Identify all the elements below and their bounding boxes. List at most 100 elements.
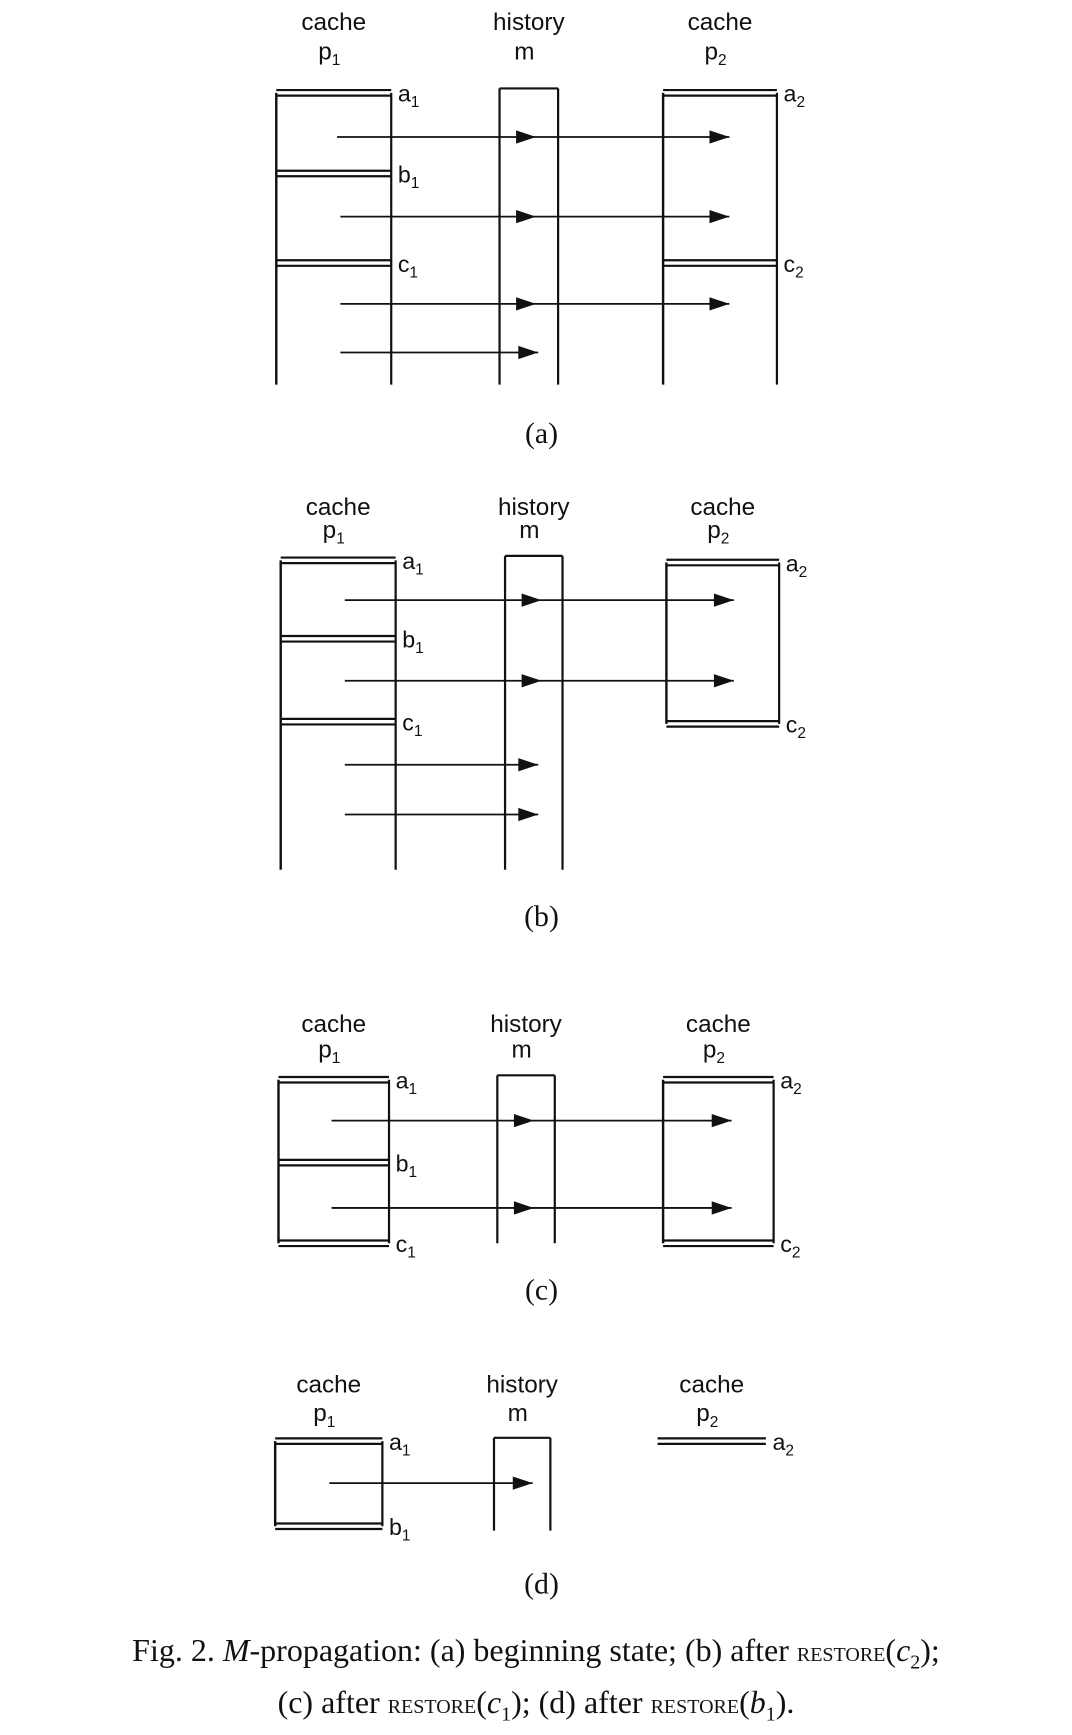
cache-p2-label-name: p2 [705,39,727,70]
arrowhead-icon [512,1476,533,1490]
mark-c2-subscript: 2 [797,725,806,742]
mark-c2: c2 [784,251,804,282]
figure-caption: Fig. 2. M-propagation: (a) beginning sta… [0,1630,1072,1735]
mark-c1-subscript: 1 [414,723,423,740]
mark-b1: b1 [396,1150,418,1181]
mark-c1: c1 [402,710,422,741]
cache-p1-label-title: cache [306,494,371,521]
history-m-label-name: m [519,517,539,544]
arrowhead-icon [713,674,734,688]
mark-c1-subscript: 1 [407,1245,416,1262]
caption-text: M [222,1632,250,1668]
mark-c2: c2 [780,1231,800,1262]
mark-a2-subscript: 2 [793,1081,802,1098]
arrowhead-icon [709,297,730,311]
arrowhead-icon [516,297,536,311]
caption-text: ). [775,1684,795,1721]
caption-line-2: (c) after restore(c1); (d) after restore… [0,1682,1072,1734]
cache-p1-label-name: p1 [323,517,345,548]
mark-a1-subscript: 1 [409,1081,418,1098]
cache-p1-label-name-subscript: 1 [327,1414,336,1431]
mark-b1-subscript: 1 [409,1164,418,1181]
history-m-label-title: history [498,494,570,521]
cache-p2-label-title: cache [688,9,753,36]
mark-a2: a2 [786,550,808,581]
caption-text: Fig. 2. [132,1632,223,1668]
mark-a2-subscript: 2 [799,564,808,581]
panel-caption-d: (d) [524,1568,559,1601]
mark-a1-subscript: 1 [415,562,424,579]
cache-p1-label-title: cache [296,1372,361,1399]
arrowhead-icon [521,674,542,688]
history-m-label-name: m [508,1400,528,1427]
mark-a2-subscript: 2 [796,94,805,111]
arrowhead-icon [709,209,730,224]
caption-text: restore [650,1689,740,1721]
panel-caption-b: (b) [524,900,559,933]
caption-text: 2 [910,1651,921,1674]
panel-caption-a: (a) [525,417,558,450]
caption-text: ( [885,1632,897,1668]
cache-p1-label-name-subscript: 1 [336,531,345,548]
cache-p1-label-name: p1 [313,1400,335,1431]
caption-text: b [749,1684,766,1721]
arrowhead-icon [513,1201,534,1215]
mark-a1: a1 [389,1429,411,1460]
caption-line-1: Fig. 2. M-propagation: (a) beginning sta… [0,1630,1072,1682]
mark-b1-subscript: 1 [415,640,424,657]
cache-p1-label-title: cache [301,9,366,36]
caption-text: restore [796,1637,886,1668]
history-m-label-title: history [493,9,565,36]
arrowhead-icon [713,593,734,607]
caption-text: c [896,1632,911,1668]
history-m-label-title: history [490,1011,562,1038]
arrowhead-icon [518,758,539,772]
arrowhead-icon [516,209,536,224]
mark-a1: a1 [402,548,424,579]
cache-p2-label-name: p2 [703,1037,725,1068]
cache-p2-label-name: p2 [696,1400,718,1431]
cache-p1-label-title: cache [301,1011,366,1038]
mark-a2: a2 [773,1429,795,1460]
mark-c1-subscript: 1 [409,264,418,281]
cache-p2-label-name: p2 [707,517,729,548]
caption-text: c [486,1684,502,1721]
mark-a2-subscript: 2 [785,1442,794,1459]
mark-c2-subscript: 2 [795,264,804,281]
arrowhead-icon [709,130,730,144]
caption-text: ); [920,1632,940,1668]
history-m-label-name: m [514,39,534,66]
caption-text: ( [739,1684,750,1721]
mark-a1-subscript: 1 [402,1442,411,1459]
cache-p1-label-name-subscript: 1 [332,52,341,69]
mark-c2-subscript: 2 [792,1245,801,1262]
caption-text: ); (d) after [511,1684,651,1721]
history-m-label-title: history [486,1372,558,1399]
arrowhead-icon [518,807,539,822]
cache-p1-label-name: p1 [318,1037,340,1068]
caption-text: 1 [501,1703,512,1726]
cache-p1-label-name-subscript: 1 [332,1050,341,1067]
cache-p2-label-name-subscript: 2 [721,531,730,548]
mark-b1: b1 [398,161,420,192]
mark-b1-subscript: 1 [402,1528,411,1545]
mark-b1-subscript: 1 [411,175,420,192]
arrowhead-icon [513,1114,534,1128]
mark-b1: b1 [389,1514,411,1545]
mark-c1: c1 [396,1231,416,1262]
arrowhead-icon [711,1201,732,1215]
mark-a2: a2 [780,1068,802,1099]
caption-text: (c) after [277,1684,388,1721]
cache-p2-label-name-subscript: 2 [716,1050,725,1067]
mark-c2: c2 [786,712,806,743]
panel-caption-c: (c) [525,1274,558,1307]
cache-p2-label-name-subscript: 2 [718,52,727,69]
arrowhead-icon [516,130,536,144]
arrowhead-icon [711,1114,732,1128]
mark-a1: a1 [398,81,420,112]
arrowhead-icon [521,593,542,607]
mark-b1: b1 [402,627,424,658]
mark-a1-subscript: 1 [411,94,420,111]
caption-text: 1 [765,1703,776,1726]
